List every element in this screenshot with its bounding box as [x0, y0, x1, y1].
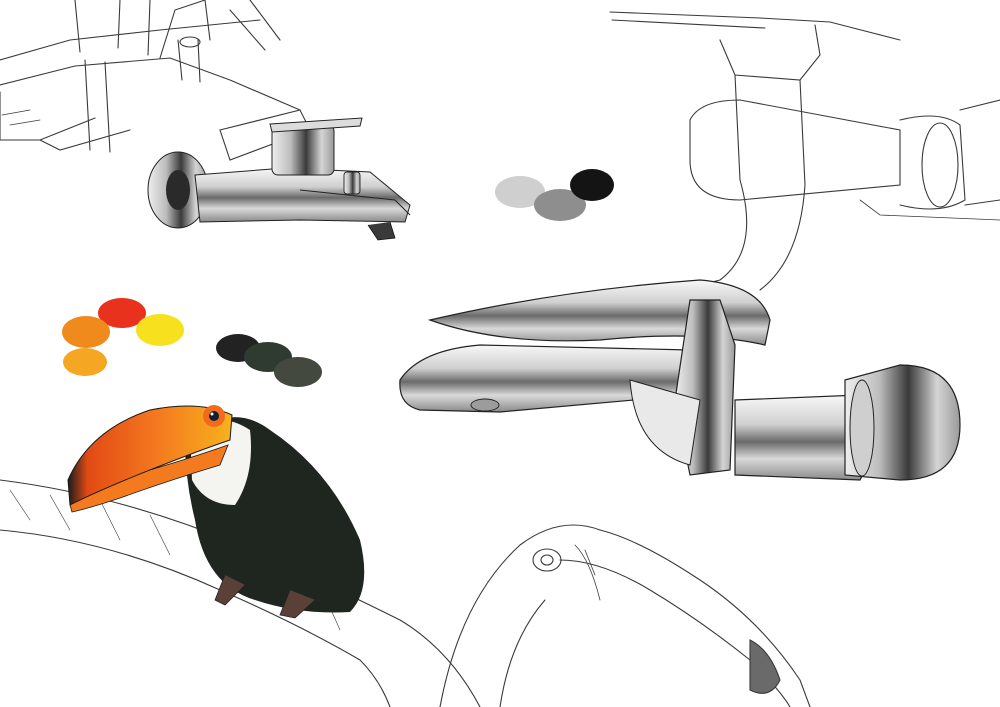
chrome-bath-mixer [147, 117, 411, 241]
sketch-wall-mixer-outline [609, 11, 1000, 301]
toucan-illustration [67, 405, 365, 619]
swatch-red [98, 298, 146, 328]
swatch-olive-grey [274, 357, 322, 387]
swatch-amber [63, 348, 107, 376]
swatch-mid-grey [534, 189, 586, 221]
chrome-wall-mixer [399, 279, 961, 481]
warm-color-swatches [62, 298, 184, 376]
grey-color-swatches [495, 169, 614, 221]
swatch-light-grey [495, 176, 545, 208]
sketch-bath-mixer-outline [0, 0, 311, 161]
swatch-black [570, 169, 614, 201]
dark-color-swatches [216, 334, 322, 387]
swatch-yellow [136, 314, 184, 346]
sketch-toucan-head [439, 524, 811, 707]
swatch-orange [62, 316, 110, 348]
